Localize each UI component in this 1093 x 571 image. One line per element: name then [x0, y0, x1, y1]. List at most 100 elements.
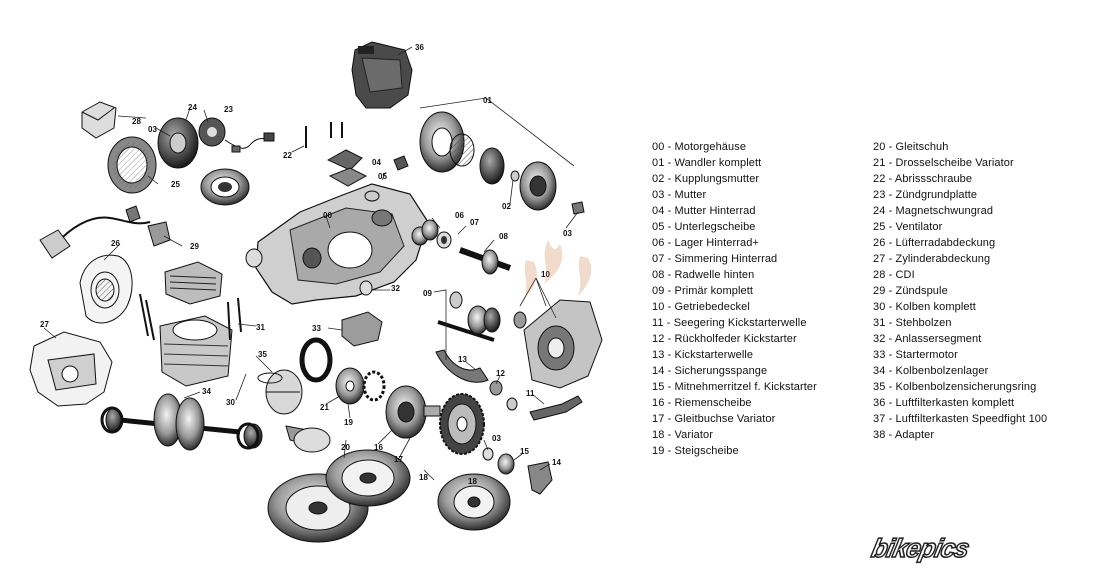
legend-number: 08 [652, 269, 665, 281]
legend-item: 15 - Mitnehmerritzel f. Kickstarter [652, 381, 817, 393]
callout-label: 07 [470, 218, 479, 227]
legend-text: Kupplungsmutter [674, 173, 760, 185]
legend-item: 03 - Mutter [652, 189, 707, 201]
legend-text: Mitnehmerritzel f. Kickstarter [674, 381, 817, 393]
legend-number: 19 [652, 445, 665, 457]
legend-number: 13 [652, 349, 665, 361]
legend-text: Gleitbuchse Variator [674, 413, 776, 425]
legend-item: 21 - Drosselscheibe Variator [873, 157, 1014, 169]
legend-number: 28 [873, 269, 886, 281]
crank-bearings [100, 406, 260, 450]
callout-label: 31 [256, 323, 265, 332]
callout-label: 03 [563, 229, 572, 238]
legend-item: 06 - Lager Hinterrad+ [652, 237, 759, 249]
callout-label: 30 [226, 398, 235, 407]
legend-text: Zylinderabdeckung [895, 253, 991, 265]
legend-item: 32 - Anlassersegment [873, 333, 982, 345]
legend-item: 28 - CDI [873, 269, 915, 281]
part-25-fan [107, 136, 157, 194]
legend-item: 04 - Mutter Hinterrad [652, 205, 756, 217]
legend-item: 33 - Startermotor [873, 349, 958, 361]
part-16-pulley [439, 393, 485, 455]
legend-text: Motorgehäuse [674, 141, 747, 153]
legend-number: 37 [873, 413, 886, 425]
callout-label: 02 [502, 202, 511, 211]
callout-label: 12 [496, 369, 505, 378]
legend-number: 35 [873, 381, 886, 393]
callout-label: 36 [415, 43, 424, 52]
legend-item: 05 - Unterlegscheibe [652, 221, 756, 233]
part-10-gear-cover [523, 299, 603, 389]
callout-label: 35 [258, 350, 267, 359]
legend-number: 24 [873, 205, 886, 217]
part-24-flywheel [157, 117, 199, 169]
legend-text: Lager Hinterrad+ [674, 237, 759, 249]
legend-text: Wandler komplett [674, 157, 762, 169]
callout-label: 33 [312, 324, 321, 333]
legend-item: 07 - Simmering Hinterrad [652, 253, 778, 265]
legend-text: Seegering Kickstarterwelle [673, 317, 807, 329]
legend-number: 23 [873, 189, 886, 201]
legend-text: Anlassersegment [894, 333, 982, 345]
part-08-rear-axle [458, 247, 512, 275]
legend-number: 04 [652, 205, 665, 217]
legend-text: Kolben komplett [895, 301, 976, 313]
callout-label: 16 [374, 443, 383, 452]
callout-label: 21 [320, 403, 329, 412]
callout-label: 11 [526, 389, 535, 398]
legend-text: Luftfilterkasten komplett [895, 397, 1015, 409]
part-23-ignition-plate [198, 117, 275, 153]
part-28-cdi [81, 101, 117, 139]
drive-belt-ring [299, 337, 333, 383]
legend-item: 19 - Steigscheibe [652, 445, 739, 457]
legend-number: 01 [652, 157, 665, 169]
legend-text: Kickstarterwelle [674, 349, 754, 361]
legend-item: 26 - Lüfterradabdeckung [873, 237, 996, 249]
legend-number: 17 [652, 413, 665, 425]
parts-06-07-bearings [421, 219, 452, 249]
callout-label: 19 [344, 418, 353, 427]
leader-lines [43, 46, 579, 481]
part-20-slide-shoes [362, 370, 386, 402]
parts-11-15-kickstarter [435, 349, 583, 495]
legend-item: 37 - Luftfilterkasten Speedfight 100 [873, 413, 1048, 425]
callout-label: 00 [323, 211, 332, 220]
callout-label: 24 [188, 103, 197, 112]
part-01-converter [419, 111, 585, 215]
legend-text: Sicherungsspange [674, 365, 768, 377]
legend-number: 29 [873, 285, 886, 297]
cylinder [159, 315, 233, 387]
callout-label: 34 [202, 387, 211, 396]
callout-label: 17 [394, 455, 403, 464]
part-21-throttle-disc [335, 367, 365, 405]
legend-text: Primär komplett [674, 285, 754, 297]
legend-text: Abrissschraube [894, 173, 973, 185]
callout-label: 29 [190, 242, 199, 251]
callout-label: 22 [283, 151, 292, 160]
legend-text: Riemenscheibe [674, 397, 752, 409]
callout-label: 15 [520, 447, 529, 456]
legend-number: 03 [652, 189, 665, 201]
legend-text: Kolbenbolzenlager [895, 365, 989, 377]
legend-number: 16 [652, 397, 665, 409]
legend-number: 38 [873, 429, 886, 441]
legend-number: 36 [873, 397, 886, 409]
legend-text: Magnetschwungrad [895, 205, 994, 217]
legend-item: 10 - Getriebedeckel [652, 301, 750, 313]
flame-watermark [524, 240, 592, 298]
legend-item: 34 - Kolbenbolzenlager [873, 365, 989, 377]
part-26-fan-cover [79, 254, 133, 324]
callout-label: 18 [419, 473, 428, 482]
legend-text: Radwelle hinten [674, 269, 755, 281]
legend-item: 20 - Gleitschuh [873, 141, 949, 153]
legend-item: 36 - Luftfilterkasten komplett [873, 397, 1015, 409]
part-22-bolts [305, 122, 343, 148]
legend-item: 11 - Seegering Kickstarterwelle [652, 317, 807, 329]
legend-item: 22 - Abrissschraube [873, 173, 973, 185]
callout-label: 03 [492, 434, 501, 443]
callout-label: 08 [499, 232, 508, 241]
legend-item: 24 - Magnetschwungrad [873, 205, 994, 217]
callout-labels: 36 01 28 24 23 03 22 02 03 04 05 25 00 0… [40, 43, 572, 486]
legend-number: 15 [652, 381, 665, 393]
legend-item: 23 - Zündgrundplatte [873, 189, 978, 201]
